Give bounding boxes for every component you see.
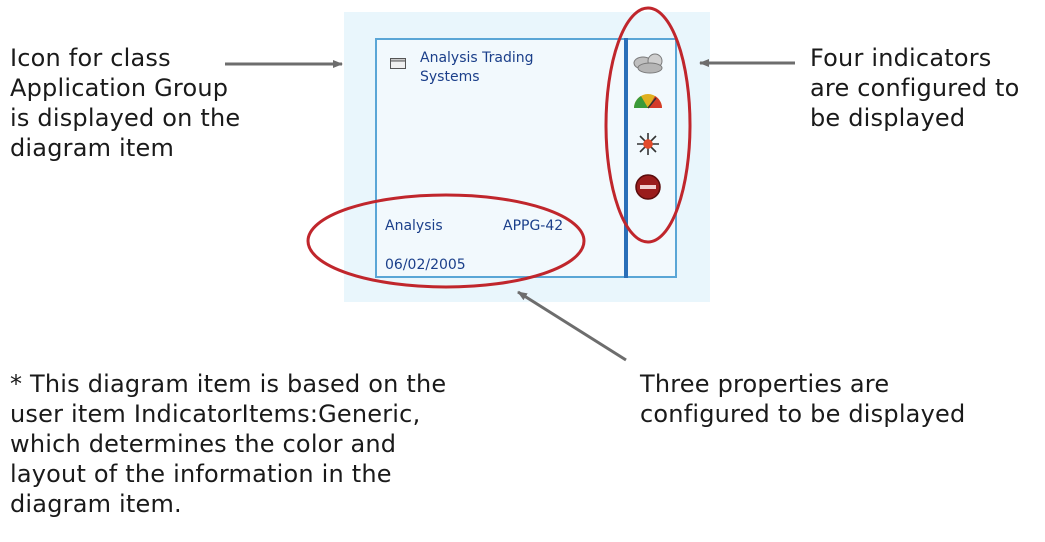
- diagram-item-title: Analysis Trading Systems: [420, 50, 534, 85]
- no-entry-indicator-icon: [635, 174, 661, 200]
- annotation-four-indicators: Four indicators are configured to be dis…: [810, 44, 1020, 132]
- annotation-icon-for-class: Icon for class Application Group is disp…: [10, 44, 241, 162]
- diagram-item-property: Analysis: [385, 218, 443, 234]
- diagram-item-property: APPG-42: [503, 218, 564, 234]
- application-group-icon: [390, 58, 406, 69]
- annotation-footnote: * This diagram item is based on the user…: [10, 370, 447, 518]
- asterisk-indicator-icon: [637, 133, 659, 155]
- annotation-three-properties: Three properties are configured to be di…: [640, 370, 966, 428]
- arrow-to-properties: [517, 290, 627, 362]
- properties-highlight-ellipse: [306, 193, 586, 289]
- gauge-indicator-icon: [634, 94, 662, 109]
- diagram-item-property: 06/02/2005: [385, 257, 466, 273]
- cloud-indicator-icon: [633, 53, 663, 74]
- indicators-highlight-ellipse: [604, 6, 692, 244]
- indicator-divider: [624, 38, 628, 278]
